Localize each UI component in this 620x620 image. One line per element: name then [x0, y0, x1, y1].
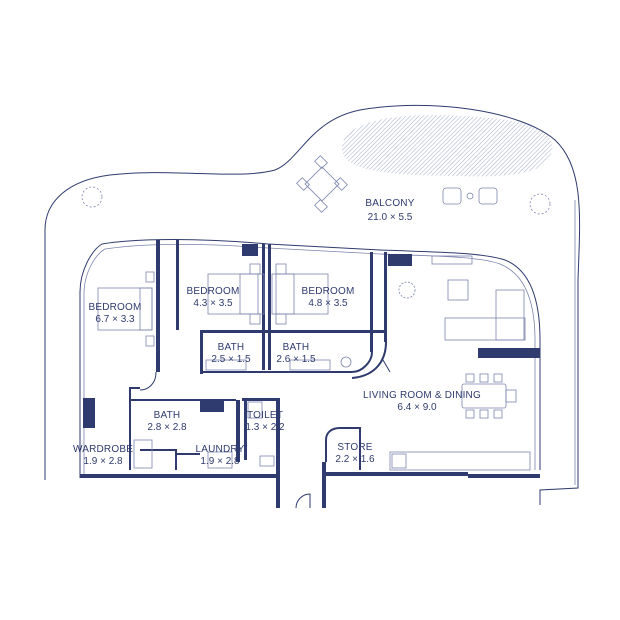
room-label-laundry: LAUNDRY 1.9 × 2.8: [195, 444, 244, 467]
room-dims: 6.4 × 9.0: [397, 402, 437, 413]
plant-right: [529, 193, 551, 215]
room-label-bedroom-1: BEDROOM 6.7 × 3.3: [88, 302, 141, 325]
room-dims: 4.3 × 3.5: [193, 298, 233, 309]
room-dims: 6.7 × 3.3: [95, 314, 135, 325]
room-name: BEDROOM: [186, 286, 239, 297]
room-label-wardrobe: WARDROBE 1.9 × 2.8: [73, 444, 133, 467]
room-name: LIVING ROOM & DINING: [363, 390, 481, 401]
room-label-living: LIVING ROOM & DINING 6.4 × 9.0: [363, 390, 481, 413]
room-dims: 1.9 × 2.8: [83, 456, 123, 467]
balcony-loungers: [442, 187, 498, 205]
room-name: BEDROOM: [301, 286, 354, 297]
room-label-balcony: BALCONY 21.0 × 5.5: [365, 198, 414, 223]
room-dims: 1.3 × 2.2: [245, 422, 285, 433]
room-name: TOILET: [247, 410, 283, 421]
service-fixtures: [133, 401, 275, 469]
room-name: BEDROOM: [88, 302, 141, 313]
room-dims: 2.2 × 1.6: [335, 454, 375, 465]
room-label-bath-1: BATH 2.5 × 1.5: [211, 342, 251, 365]
bath-fixtures: [205, 356, 352, 371]
room-name: BATH: [218, 342, 245, 353]
room-label-bath-2: BATH 2.6 × 1.5: [276, 342, 316, 365]
planter: [341, 115, 553, 177]
bed-2: [207, 263, 265, 325]
room-label-bedroom-2: BEDROOM 4.3 × 3.5: [186, 286, 239, 309]
bed-1: [97, 271, 155, 347]
room-dims: 2.8 × 2.8: [147, 422, 187, 433]
room-name: LAUNDRY: [195, 444, 244, 455]
room-dims: 1.9 × 2.8: [200, 456, 240, 467]
room-name: STORE: [337, 442, 372, 453]
balcony-outline: [44, 104, 581, 505]
room-label-toilet: TOILET 1.3 × 2.2: [245, 410, 285, 433]
plant-left: [81, 186, 103, 208]
room-name: BATH: [283, 342, 310, 353]
room-dims: 21.0 × 5.5: [368, 212, 413, 223]
balcony-table-set: [296, 155, 348, 213]
exterior-wall: [79, 239, 541, 478]
room-name: WARDROBE: [73, 444, 133, 455]
room-label-bedroom-3: BEDROOM 4.8 × 3.5: [301, 286, 354, 309]
living-furniture: [389, 255, 531, 471]
room-name: BATH: [154, 410, 181, 421]
room-label-bath-3: BATH 2.8 × 2.8: [147, 410, 187, 433]
exterior-wall-inner: [83, 243, 536, 476]
room-name: BALCONY: [365, 198, 414, 209]
room-dims: 4.8 × 3.5: [308, 298, 348, 309]
room-label-store: STORE 2.2 × 1.6: [335, 442, 375, 465]
bed-3: [271, 263, 329, 325]
room-dims: 2.5 × 1.5: [211, 354, 251, 365]
room-dims: 2.6 × 1.5: [276, 354, 316, 365]
